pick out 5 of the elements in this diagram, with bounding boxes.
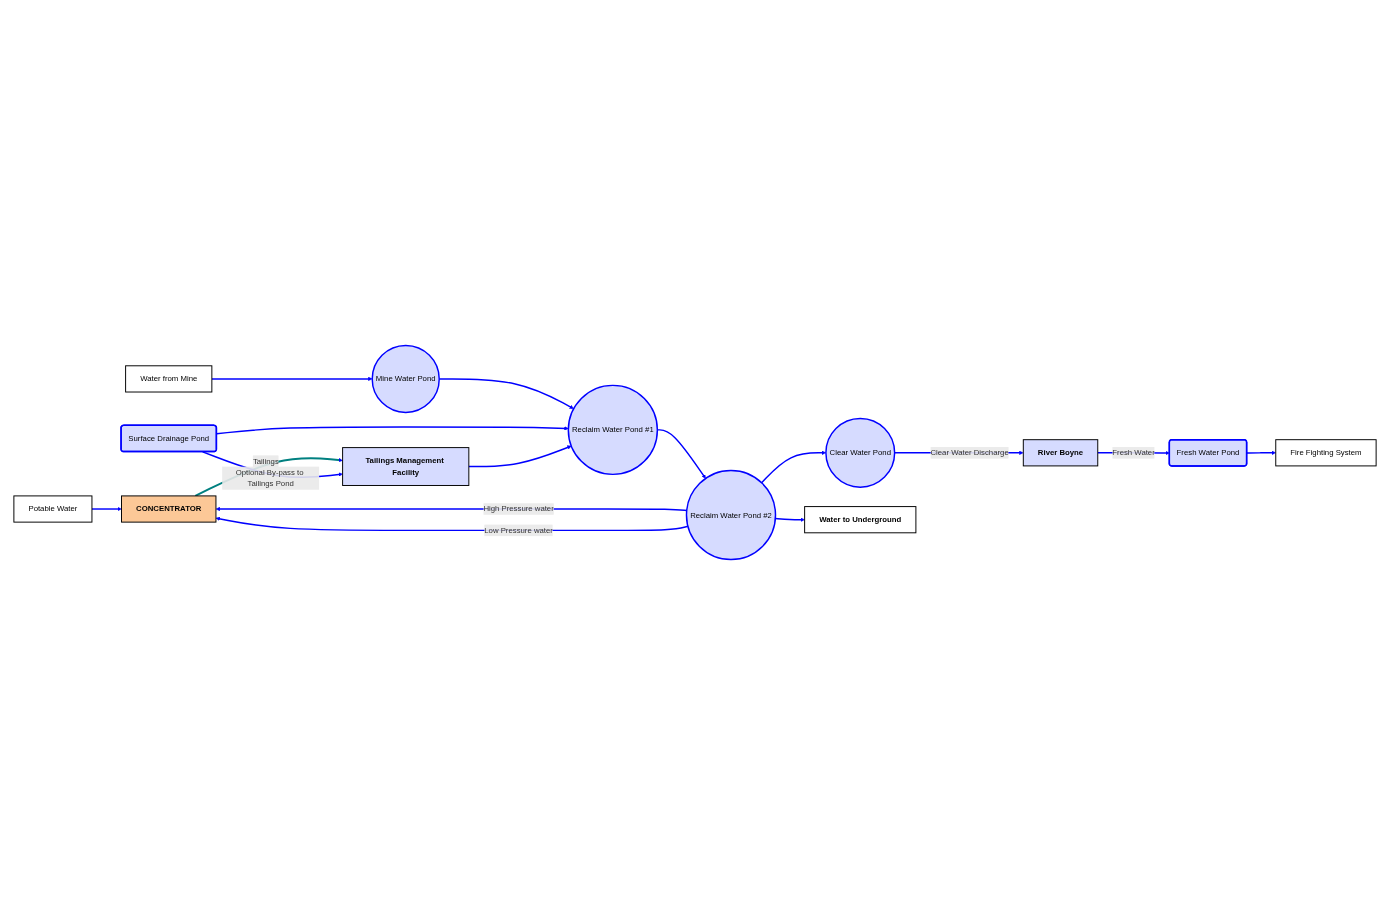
arrow (468, 445, 572, 468)
arrow (1246, 450, 1276, 455)
arrow (91, 506, 122, 512)
arrow (760, 450, 827, 484)
arrow (211, 376, 373, 382)
